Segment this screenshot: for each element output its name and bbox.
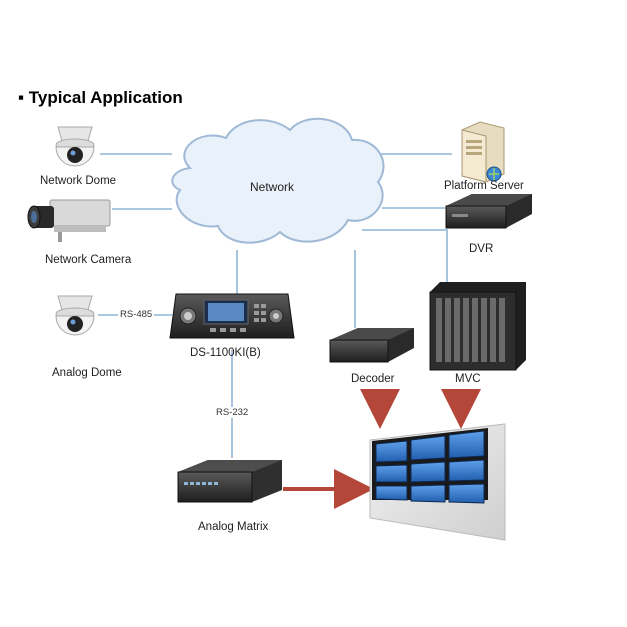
network-dome-icon — [55, 126, 95, 167]
section-title: ▪ Typical Application — [18, 88, 183, 107]
label-decoder: Decoder — [351, 373, 395, 385]
label-rs485: RS-485 — [118, 309, 155, 320]
network-camera-icon — [27, 199, 111, 242]
analog-matrix-icon — [177, 460, 282, 503]
label-network: Network — [250, 180, 295, 194]
decoder-icon — [329, 328, 414, 363]
video-wall-icon — [369, 423, 506, 541]
signal-arrows — [283, 389, 481, 509]
label-keyboard: DS-1100KI(B) — [190, 347, 261, 359]
keyboard-controller-icon — [169, 293, 295, 339]
label-platform-server: Platform Server — [444, 180, 524, 192]
platform-server-icon — [461, 121, 505, 183]
label-analog-dome: Analog Dome — [52, 367, 122, 379]
label-mvc: MVC — [455, 373, 481, 385]
label-analog-matrix: Analog Matrix — [198, 521, 269, 533]
analog-dome-icon — [55, 295, 95, 336]
label-network-dome: Network Dome — [40, 175, 117, 187]
label-rs232: RS-232 — [214, 407, 251, 418]
link-mvc — [362, 229, 448, 283]
mvc-chassis-icon — [429, 282, 526, 371]
connection-lines — [98, 153, 452, 458]
label-network-camera: Network Camera — [45, 254, 132, 266]
label-dvr: DVR — [469, 243, 494, 255]
network-cloud-icon — [171, 117, 385, 244]
dvr-icon — [445, 194, 532, 229]
